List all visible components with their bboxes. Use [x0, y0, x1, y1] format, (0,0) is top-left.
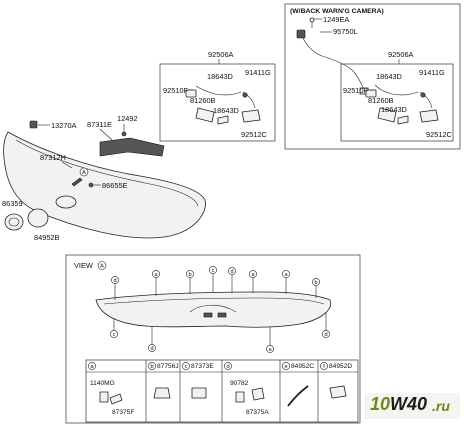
fastener-table [85, 359, 359, 423]
svg-text:c: c [113, 332, 116, 338]
svg-text:d: d [150, 346, 153, 352]
label-92512C-left: 92512C [241, 130, 268, 139]
view-label: VIEW [74, 261, 93, 270]
svg-text:b: b [188, 272, 191, 278]
view-a-arrow [71, 177, 83, 187]
label-84952B: 84952B [34, 233, 60, 242]
label-95750L: 95750L [333, 27, 358, 36]
license-lamp-box-left [159, 63, 276, 142]
watermark-part-1: 10 [370, 394, 391, 414]
view-callouts-bottom: c d a d [110, 330, 330, 353]
table-cell-c-letter-circle [182, 362, 190, 370]
label-86359: 86359 [2, 199, 23, 208]
svg-text:a: a [251, 272, 255, 278]
label-18643D-left-1: 18643D [207, 72, 233, 81]
watermark-logo: 10 W40 .ru [364, 393, 460, 419]
label-86655E: 86655E [102, 181, 128, 190]
screw-12492 [121, 131, 127, 137]
table-cell-e-letter-circle [282, 362, 290, 370]
camera-option-box [284, 3, 461, 150]
bracket-87311E [99, 137, 165, 157]
label-81260B-right: 81260B [368, 96, 394, 105]
table-cell-c-letter: c [185, 364, 188, 370]
pad-84952B [27, 208, 49, 228]
svg-text:d: d [113, 278, 116, 284]
camera-option-title: (W/BACK WARN'G CAMERA) [290, 8, 384, 15]
clip-87375F-icon [109, 393, 123, 405]
table-cell-a-part-1: 1140MG [90, 380, 115, 387]
label-87312H: 87312H [40, 153, 66, 162]
emblem-86359 [4, 213, 24, 231]
table-cell-d-part-1: 90782 [230, 380, 249, 387]
license-lamp-box-right [340, 63, 454, 142]
label-18643D-left-2: 18643D [213, 106, 239, 115]
label-1249EA: 1249EA [323, 15, 349, 24]
view-a-callout [79, 167, 89, 177]
svg-text:c: c [212, 268, 215, 274]
clip-87756J-icon [153, 387, 171, 399]
view-marker-circle [97, 261, 107, 270]
watermark-part-2: W40 [390, 394, 428, 414]
table-cell-d-letter-circle [224, 362, 232, 370]
label-87311E: 87311E [87, 120, 112, 129]
table-cell-a-letter: a [90, 364, 94, 370]
label-92510F-right: 92510F [343, 86, 369, 95]
view-marker: A [100, 264, 104, 270]
view-a-box [65, 254, 361, 424]
table-cell-a-letter-circle [88, 362, 96, 370]
clip-86655E [88, 182, 94, 188]
label-91411G-right: 91411G [419, 68, 445, 77]
view-callouts-top: d a b c d a a b [111, 266, 320, 286]
table-cell-e-letter: e [284, 364, 287, 370]
license-lamp-assembly-right [365, 84, 439, 125]
label-92506A-left: 92506A [208, 50, 234, 59]
svg-text:a: a [284, 272, 288, 278]
table-cell-b-letter: b [150, 364, 153, 370]
label-18643D-right-1: 18643D [376, 72, 402, 81]
clip-87375A-icon [251, 387, 265, 401]
label-92506A-right: 92506A [388, 50, 414, 59]
garnish-rear-view [95, 291, 332, 328]
label-91411G-left: 91411G [245, 68, 271, 77]
svg-text:a: a [154, 272, 158, 278]
table-cell-d-part-2: 87375A [246, 409, 269, 416]
table-cell-f-part-1: 84952D [329, 363, 352, 370]
svg-text:b: b [314, 280, 317, 286]
watermark-part-3: .ru [432, 398, 450, 414]
clip-87373E-icon [191, 387, 207, 399]
callout-a-label: A [82, 170, 86, 176]
label-92512C-right: 92512C [426, 130, 453, 139]
label-18643D-right-2: 18643D [381, 105, 407, 114]
label-92510F-left: 92510F [163, 86, 189, 95]
table-cell-b-letter-circle [148, 362, 156, 370]
table-cell-f-letter: f [323, 364, 325, 370]
svg-text:a: a [268, 347, 272, 353]
camera-harness [296, 17, 369, 95]
table-cell-a-part-2: 87375F [112, 409, 134, 416]
svg-text:d: d [324, 332, 327, 338]
table-cell-d-letter: d [226, 364, 229, 370]
clip-1140MG-icon [99, 391, 109, 403]
label-12492: 12492 [117, 114, 138, 123]
screw-90782-icon [235, 391, 245, 403]
pad-84952D-icon [329, 385, 347, 399]
svg-text:d: d [230, 269, 233, 275]
license-lamp-assembly-left [185, 85, 261, 125]
table-cell-c-part-1: 87373E [191, 363, 214, 370]
table-cell-e-part-1: 84952C [291, 363, 314, 370]
label-81260B-left: 81260B [190, 96, 216, 105]
table-cell-b-part-1: 87756J [157, 363, 179, 370]
view-leader-lines [113, 274, 327, 345]
tailgate-garnish [3, 131, 206, 239]
tape-84952C-icon [287, 385, 309, 407]
table-cell-f-letter-circle [320, 362, 328, 370]
clip-13270A [29, 120, 38, 129]
label-13270A: 13270A [51, 121, 77, 130]
